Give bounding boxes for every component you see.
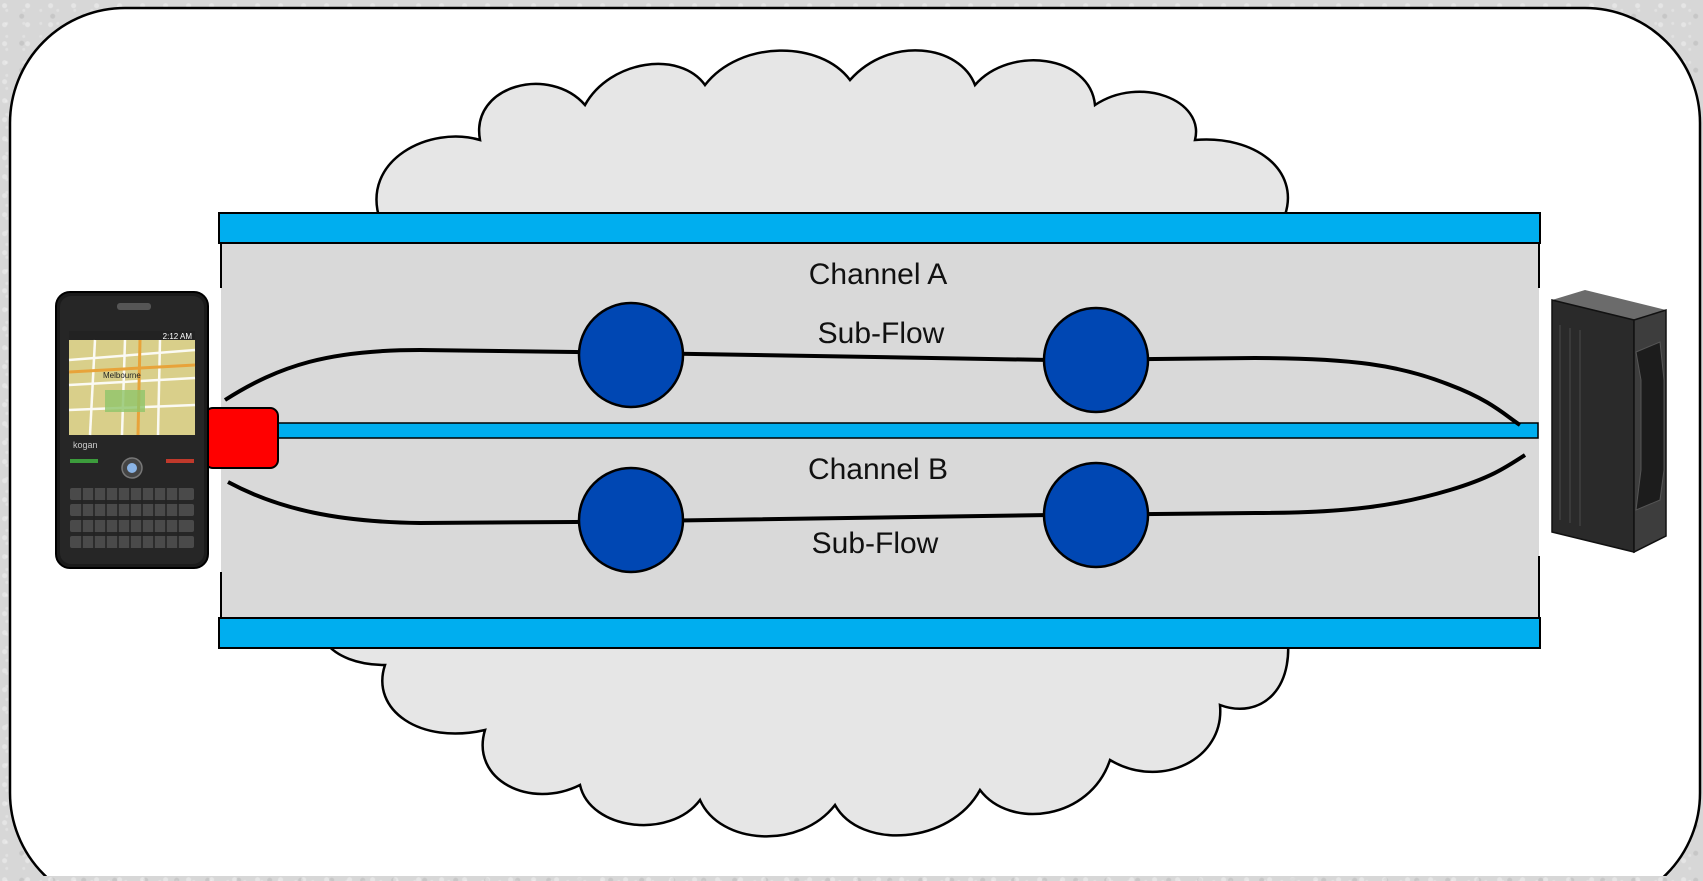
- pipe-top-band: [218, 212, 1541, 244]
- channel-divider: [277, 422, 1539, 439]
- channel-b-node-1: [577, 466, 685, 574]
- channel-b-subflow-label: Sub-Flow: [812, 527, 939, 560]
- subflow-b-line: [227, 453, 1527, 526]
- smartphone-icon: 2:12 AM Melbourne kogan: [55, 291, 209, 569]
- channel-a-node-1: [577, 301, 685, 409]
- channel-a-subflow-label: Sub-Flow: [818, 317, 945, 350]
- phone-map-label: Melbourne: [103, 371, 141, 380]
- channel-a-node-2: [1042, 306, 1150, 414]
- server-tower-icon: [1551, 290, 1667, 554]
- channel-b-label: Channel B: [808, 453, 948, 486]
- channel-b-node-2: [1042, 461, 1150, 569]
- phone-brand-label: kogan: [73, 440, 98, 450]
- pipe-bottom-band: [218, 617, 1541, 649]
- subflow-a-line: [223, 347, 1522, 427]
- connector-block: [204, 407, 279, 469]
- channel-a-label: Channel A: [809, 258, 947, 291]
- phone-clock: 2:12 AM: [163, 332, 193, 341]
